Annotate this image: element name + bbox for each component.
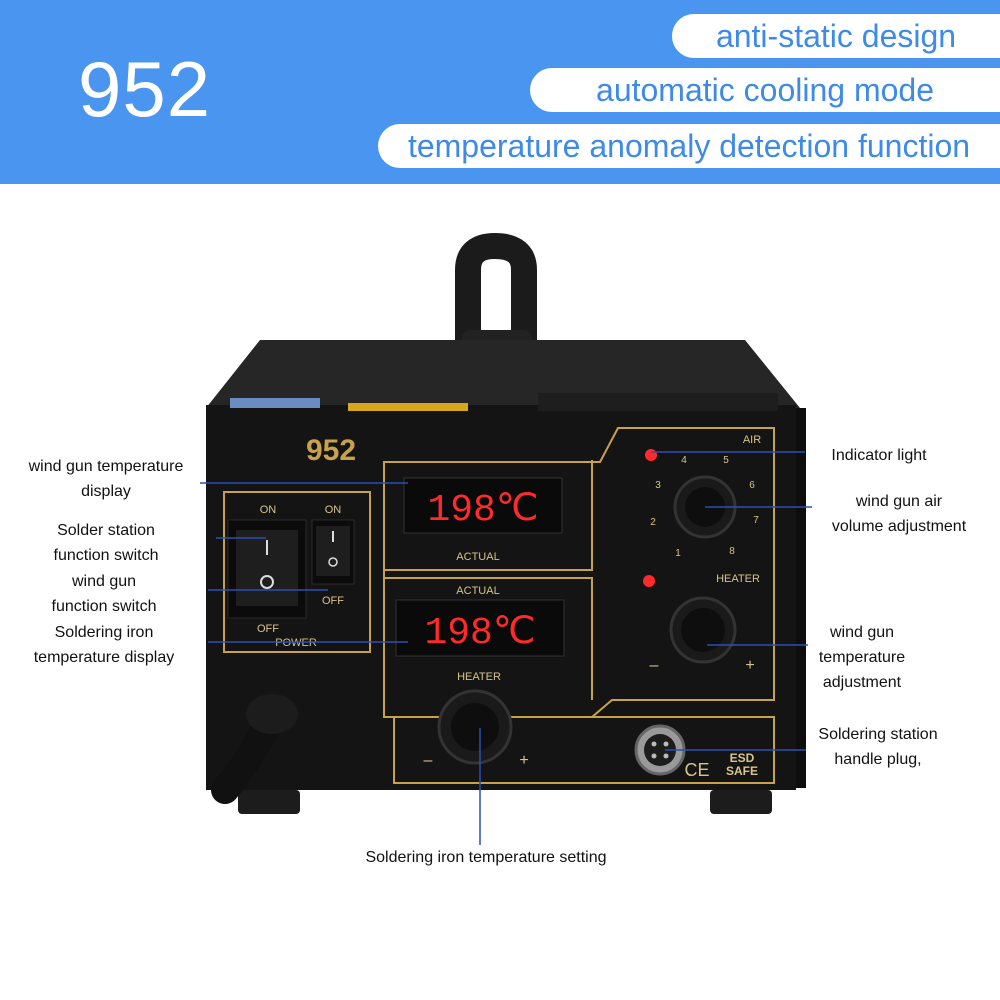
heater-label-bottom: HEATER <box>457 671 501 683</box>
dial-number-8: 8 <box>729 546 735 557</box>
callout-iron-temp-display: Soldering iron temperature display <box>18 620 190 670</box>
plus-label-bottom: + <box>519 752 528 769</box>
esd-label: ESD <box>730 751 755 765</box>
callout-solder-station-switch: Solder station function switch <box>26 518 186 568</box>
feature-pill-anomaly-detection: temperature anomaly detection function <box>378 124 1000 168</box>
dial-number-6: 6 <box>749 480 755 491</box>
minus-label-bottom: – <box>424 752 433 769</box>
callout-line-2: temperature display <box>33 649 175 666</box>
off-label-right: OFF <box>322 595 344 607</box>
air-label: AIR <box>743 434 761 446</box>
wind-gun-temp-value: 198℃ <box>427 489 538 532</box>
heater-label-right: HEATER <box>716 573 760 585</box>
dial-number-4: 4 <box>681 455 687 466</box>
callout-line-1: wind gun <box>71 573 137 590</box>
soldering-station-illustration: 952 198℃ ACTUAL ACTUAL 198℃ ON ON OFF OF… <box>200 232 812 845</box>
callout-line-2: temperature <box>818 649 906 666</box>
callout-line-2: volume adjustment <box>831 518 967 535</box>
feature-pill-anti-static: anti-static design <box>672 14 1000 58</box>
top-display-caption: ACTUAL <box>456 551 499 563</box>
foot-left <box>238 790 300 814</box>
callout-line-3: adjustment <box>822 674 902 691</box>
dial-number-1: 1 <box>675 548 681 559</box>
callout-line-2: display <box>81 483 131 500</box>
callout-wind-gun-temp-adjust: wind gun temperature adjustment <box>804 620 920 695</box>
on-label-right: ON <box>325 504 342 516</box>
callout-air-volume: wind gun air volume adjustment <box>814 489 984 539</box>
feature-pill-cooling: automatic cooling mode <box>530 68 1000 112</box>
callout-line-1: Soldering station <box>818 726 938 743</box>
minus-label-right: – <box>650 657 659 674</box>
callout-line-1: wind gun air <box>855 493 943 510</box>
callout-line-2: handle plug, <box>834 751 922 768</box>
dial-number-2: 2 <box>650 517 656 528</box>
callout-line-1: Solder station <box>57 522 155 539</box>
warning-sticker <box>348 403 468 411</box>
callout-line-1: Soldering iron <box>54 624 154 641</box>
callout-line-1: wind gun temperature <box>28 458 184 475</box>
callout-lines <box>200 451 812 845</box>
foot-right <box>710 790 772 814</box>
ce-mark: CE <box>684 760 709 780</box>
callout-line-2: function switch <box>51 598 157 615</box>
iron-temp-value: 198℃ <box>424 612 535 655</box>
bottom-display-caption: ACTUAL <box>456 585 499 597</box>
wind-gun-temp-display <box>403 477 563 534</box>
callout-wind-gun-switch: wind gun function switch <box>26 569 182 619</box>
dial-number-5: 5 <box>723 455 729 466</box>
callout-line-1: wind gun <box>829 624 895 641</box>
off-label-left: OFF <box>257 623 279 635</box>
iron-temp-display <box>395 599 565 657</box>
brand-model-text: 952 <box>306 434 356 467</box>
case-top <box>206 340 800 408</box>
dial-number-3: 3 <box>655 480 661 491</box>
dial-number-7: 7 <box>753 515 759 526</box>
callout-handle-plug: Soldering station handle plug, <box>806 722 950 772</box>
power-switch-panel: ON ON OFF OFF POWER <box>227 504 355 649</box>
callout-wind-gun-temp-display: wind gun temperature display <box>12 454 200 504</box>
callout-iron-temp-setting: Soldering iron temperature setting <box>365 849 607 866</box>
safe-label: SAFE <box>726 764 758 778</box>
heater-indicator-led <box>643 575 655 587</box>
plus-label-right: + <box>745 657 754 674</box>
header-banner: 952 anti-static design automatic cooling… <box>0 0 1000 184</box>
on-label-left: ON <box>260 504 277 516</box>
air-indicator-led <box>645 449 657 461</box>
power-label: POWER <box>275 637 317 649</box>
callout-line-2: function switch <box>53 547 159 564</box>
model-number: 952 <box>78 45 212 133</box>
callout-indicator-light: Indicator light <box>831 447 927 464</box>
